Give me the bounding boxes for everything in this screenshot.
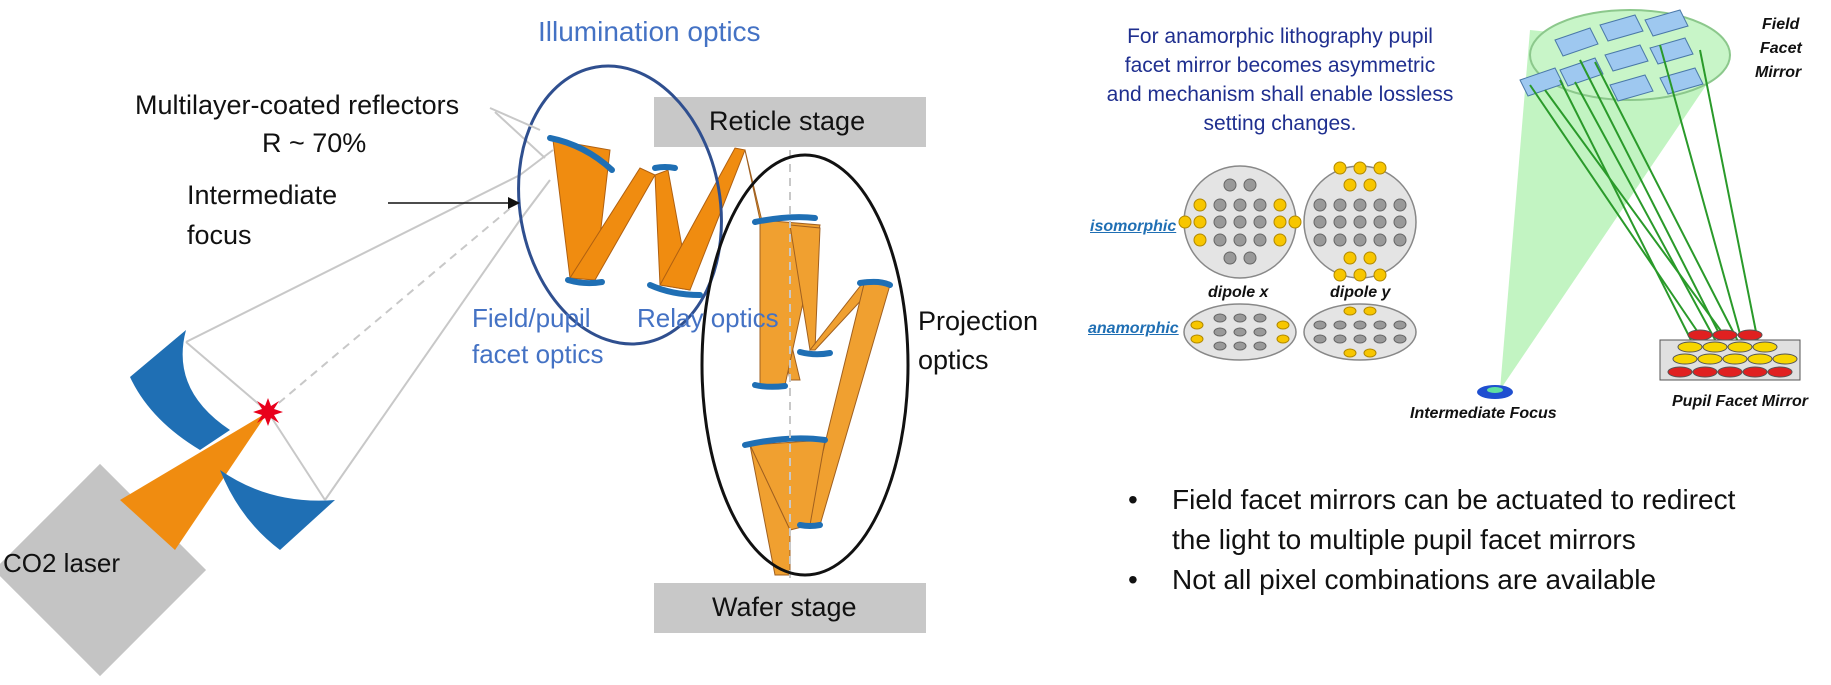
- focus-arrowhead-icon: [508, 197, 520, 209]
- intermediate-focus-label-2: focus: [187, 220, 252, 250]
- field-facet-label-1: Field: [1762, 16, 1800, 33]
- note-line-2: facet mirror becomes asymmetric: [1124, 54, 1436, 77]
- field-pupil-label-1: Field/pupil: [472, 303, 591, 333]
- facet-rays: [1529, 44, 1761, 359]
- bullet-item: • Field facet mirrors can be actuated to …: [1120, 480, 1735, 520]
- bullet-continuation: the light to multiple pupil facet mirror…: [1120, 520, 1735, 560]
- note-line-4: setting changes.: [1203, 112, 1357, 135]
- co2-laser-label: CO2 laser: [3, 548, 121, 578]
- field-pupil-label-2: facet optics: [472, 339, 604, 369]
- anamorphic-note: For anamorphic lithography pupil facet m…: [1100, 22, 1460, 138]
- reflectors-label: Multilayer-coated reflectors: [135, 90, 460, 120]
- dipole-y-label: dipole y: [1330, 284, 1391, 301]
- note-line-3: and mechanism shall enable lossless: [1106, 83, 1454, 106]
- illumination-beam: [552, 139, 746, 291]
- field-facets: [1519, 9, 1704, 102]
- projection-optics-label-2: optics: [918, 345, 989, 375]
- bullet-text-1: Field facet mirrors can be actuated to r…: [1172, 484, 1736, 515]
- field-facet-label-3: Mirror: [1755, 64, 1802, 81]
- reflector-leader: [489, 107, 541, 131]
- bullet-dot-icon: •: [1128, 564, 1138, 595]
- reticle-stage-bar: [654, 97, 926, 147]
- intermediate-focus-caption: Intermediate Focus: [1410, 405, 1557, 422]
- bullet-dot-icon: •: [1128, 484, 1138, 515]
- bullet-text-3: Not all pixel combinations are available: [1172, 564, 1657, 595]
- reticle-stage-label: Reticle stage: [709, 106, 866, 136]
- pupil-diagram-ana-y: [1303, 303, 1417, 361]
- relay-optics-label: Relay optics: [637, 303, 779, 333]
- illumination-mirrors: [547, 135, 703, 298]
- pupil-diagram-iso-x: [1178, 165, 1302, 279]
- collector-mirror-bottom: [220, 470, 335, 550]
- intermediate-focus-label-1: Intermediate: [187, 180, 338, 210]
- wafer-stage-bar: [654, 583, 926, 633]
- illumination-optics-title: Illumination optics: [538, 16, 761, 47]
- note-line-1: For anamorphic lithography pupil: [1127, 25, 1433, 48]
- dipole-x-label: dipole x: [1208, 284, 1269, 301]
- pupil-facet-mirror-caption: Pupil Facet Mirror: [1672, 393, 1809, 410]
- projection-ellipse: [700, 153, 910, 577]
- bullet-list: • Field facet mirrors can be actuated to …: [1120, 480, 1735, 600]
- laser-beam: [120, 412, 268, 550]
- intermediate-focus-core: [1487, 387, 1503, 393]
- pupil-diagram-iso-y: [1303, 161, 1417, 282]
- pupil-diagram-ana-x: [1183, 303, 1297, 361]
- bullet-text-2: the light to multiple pupil facet mirror…: [1172, 524, 1636, 555]
- wafer-stage-label: Wafer stage: [712, 592, 857, 622]
- projection-optics-label-1: Projection: [918, 306, 1039, 336]
- field-facet-label-2: Facet: [1760, 40, 1802, 57]
- projection-beam: [744, 149, 891, 576]
- anamorphic-label: anamorphic: [1088, 320, 1179, 337]
- illumination-ellipse: [517, 64, 723, 346]
- collector-mirror-top: [130, 330, 230, 450]
- plasma-star-icon: [253, 398, 283, 426]
- reflectivity-label: R ~ 70%: [262, 128, 367, 158]
- bullet-item: • Not all pixel combinations are availabl…: [1120, 560, 1735, 600]
- projection-mirrors: [742, 214, 893, 529]
- isomorphic-label: isomorphic: [1090, 218, 1177, 235]
- pupil-facet-array: [1659, 329, 1801, 381]
